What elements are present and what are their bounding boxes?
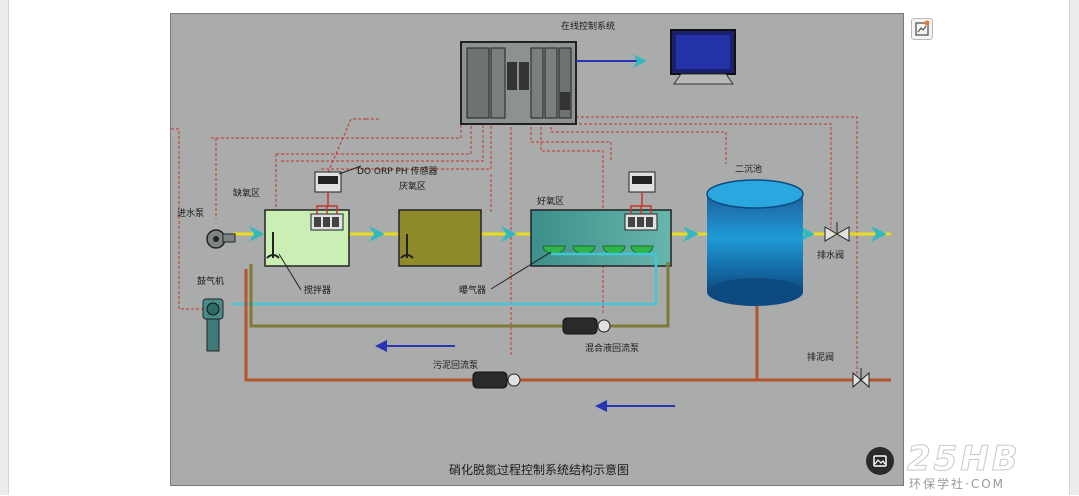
aerobic-meter-icon	[628, 171, 656, 206]
sludge-valve-icon	[852, 368, 870, 389]
air-supply-line	[233, 252, 658, 306]
sludge-return-pump-icon	[472, 371, 521, 389]
label-sludge-return-pump: 污泥回流泵	[433, 359, 478, 371]
label-blower: 鼓气机	[197, 275, 224, 287]
monitor-link-arrow	[633, 54, 647, 68]
bottom-flow-arrow-left	[595, 400, 607, 412]
mixer-icon	[266, 232, 280, 259]
anaerobic-mixer-icon	[400, 234, 414, 259]
aerator-callout-line	[490, 251, 552, 290]
image-search-button[interactable]	[866, 447, 894, 475]
label-secondary-clarifier: 二沉池	[735, 163, 762, 175]
process-diagram: 在线控制系统 进水泵 缺氧区	[170, 13, 904, 486]
label-aerator: 曝气器	[459, 284, 486, 296]
label-drain-valve: 排水阀	[817, 249, 844, 261]
label-mixed-liquor-return-pump: 混合液回流泵	[585, 342, 639, 354]
aerobic-sensor-panel	[624, 205, 658, 231]
mixed-liquor-return-line	[249, 262, 670, 328]
sensor-callout-line	[338, 165, 362, 175]
left-page-edge	[0, 0, 9, 495]
inlet-pump-icon	[206, 229, 236, 249]
expand-image-button[interactable]	[911, 18, 933, 40]
watermark-tagline: 环保学社·COM	[909, 476, 1005, 491]
anoxic-meter-icon	[314, 171, 342, 206]
secondary-clarifier	[706, 179, 804, 306]
image-search-icon	[873, 455, 887, 467]
drain-valve-icon	[824, 222, 850, 242]
label-anoxic-zone: 缺氧区	[233, 187, 260, 199]
label-aerobic-zone: 好氧区	[537, 195, 564, 207]
mixed-liquor-return-pump-icon	[562, 317, 611, 335]
label-mixer: 搅拌器	[304, 284, 331, 296]
label-anaerobic-zone: 厌氧区	[399, 180, 426, 192]
label-sensors: DO ORP PH 传感器	[357, 165, 438, 177]
monitor-icon	[670, 29, 736, 85]
diagram-title: 硝化脱氮过程控制系统结构示意图	[449, 462, 629, 477]
anoxic-sensor-panel	[310, 205, 344, 231]
watermark-brand: 25HB	[907, 439, 1021, 479]
label-inlet-pump: 进水泵	[177, 207, 204, 219]
label-sludge-valve: 排泥阀	[807, 351, 834, 363]
label-control-system: 在线控制系统	[561, 20, 615, 32]
return-flow-arrow-left	[375, 340, 387, 352]
expand-image-icon	[915, 20, 930, 36]
mixer-callout-line	[278, 253, 302, 291]
diagram-canvas: 在线控制系统 进水泵 缺氧区	[171, 20, 891, 477]
watermark-logo: 25HB 环保学社·COM	[905, 436, 1065, 492]
blower-icon	[202, 298, 224, 352]
watermark-logo-graphic: 25HB 环保学社·COM	[907, 439, 1021, 492]
control-cabinet	[460, 41, 577, 125]
right-page-edge	[1069, 0, 1079, 495]
